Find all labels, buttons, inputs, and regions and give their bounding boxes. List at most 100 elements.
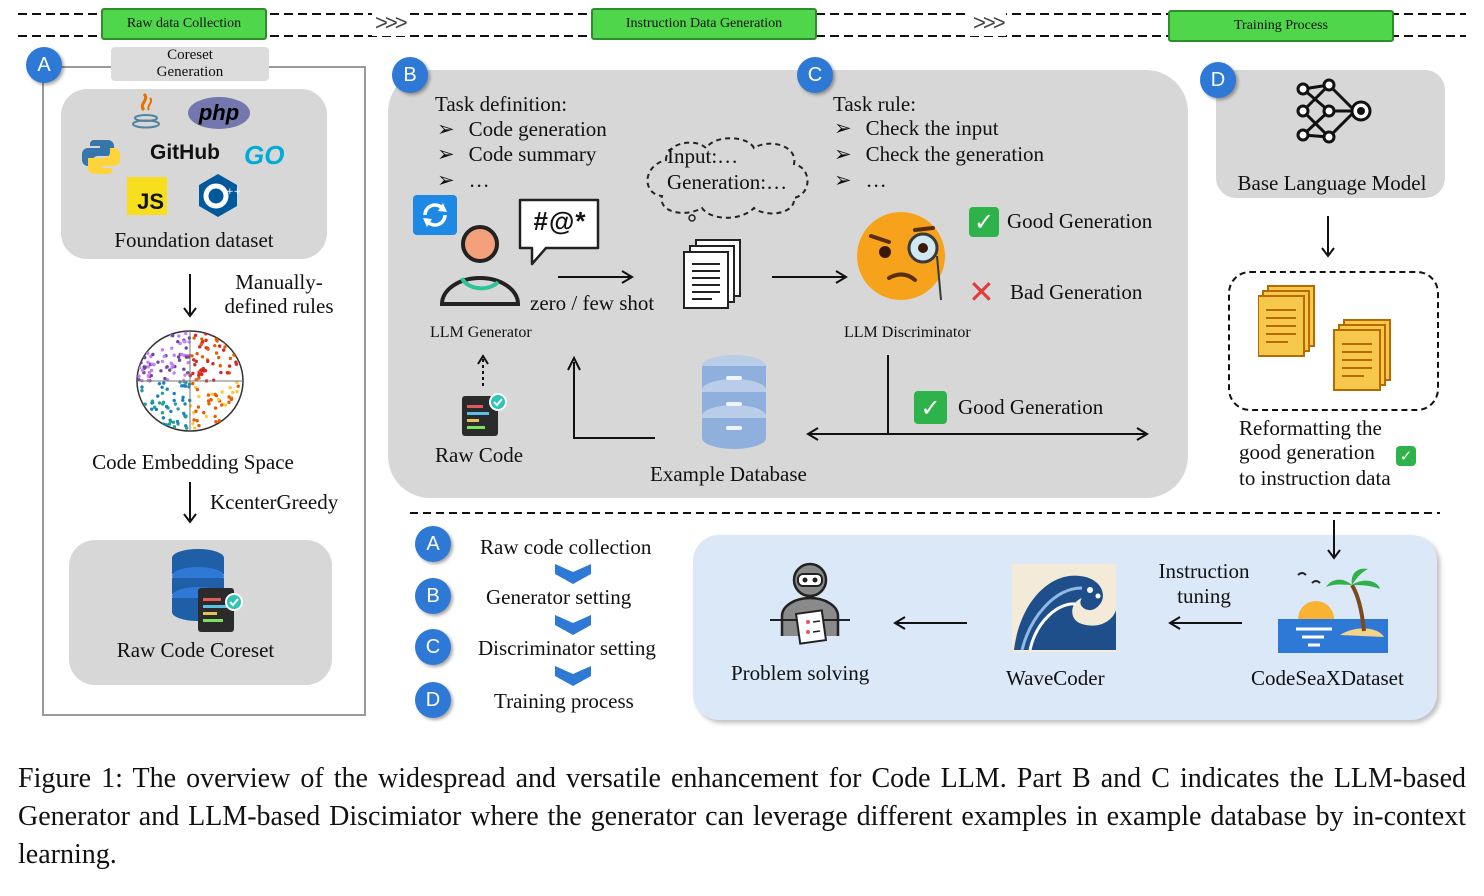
good-generation-label: Good Generation [1007,209,1153,233]
bottom-dashed-divider [410,512,1440,514]
robot-icon [768,560,852,655]
refresh-icon [413,195,457,235]
good-generation-label-2: Good Generation [958,395,1104,419]
llm-generator-label: LLM Generator [430,324,532,341]
example-database-label: Example Database [650,462,807,486]
arrow-generator-to-docs [558,270,634,284]
good-generation-check-icon-2: ✓ [914,391,947,424]
java-icon [130,90,162,135]
neural-network-icon [1295,77,1375,152]
rule-item-check-generation: ➢Check the generation [834,142,1045,166]
rule-item-ellipsis: ➢… [834,168,887,192]
task-item-ellipsis: ➢… [437,168,490,192]
embedding-sphere-icon [136,330,244,432]
base-language-model-label: Base Language Model [1237,171,1427,195]
part-c-badge: C [797,57,833,93]
arrow-into-flow [1327,520,1341,560]
task-item-code-summary: ➢Code summary [437,142,597,166]
bullet-arrow-icon: ➢ [834,142,852,166]
reformat-check-icon: ✓ [1396,446,1416,466]
raw-code-label: Raw Code [435,443,524,467]
stage-chevrons-2: >>> [970,10,1006,36]
bad-generation-cross-icon: ✕ [968,274,995,310]
good-generation-check-icon: ✓ [969,207,999,237]
github-logo: GitHub [150,141,220,164]
cloud-input-text: Input:… [667,144,739,168]
arrow-raw-code-to-generator [477,354,489,386]
task-item-code-generation: ➢Code generation [437,117,607,141]
bad-generation-label: Bad Generation [1010,280,1143,304]
go-logo-icon: GO [244,140,285,170]
reformat-line-2: good generation [1239,440,1375,464]
feedback-loop-lines [567,355,1149,441]
part-b-badge: B [392,57,428,93]
cpp-icon: ++ [196,172,241,223]
task-rule-title: Task rule: [833,92,917,116]
llm-discriminator-label: LLM Discriminator [844,324,971,341]
legend-b-label: Generator setting [486,585,632,609]
thought-cloud [646,137,809,222]
documents-icon [682,238,746,315]
bullet-arrow-icon: ➢ [437,168,455,192]
rule-item-check-input: ➢Check the input [834,116,999,140]
foundation-dataset-label: Foundation dataset [114,228,274,252]
legend-c-badge: C [415,629,451,665]
legend-a-label: Raw code collection [480,535,652,559]
legend-d-badge: D [415,682,451,718]
legend-b-badge: B [415,578,451,614]
codeseax-dataset-label: CodeSeaXDataset [1251,666,1404,690]
reformat-line-3: to instruction data [1239,466,1391,490]
database-code-icon [168,548,248,639]
stage-instruction-data-generation: Instruction Data Generation [591,8,817,40]
kcenter-greedy-label: KcenterGreedy [210,490,339,514]
bullet-arrow-icon: ➢ [437,142,455,166]
instruction-data-dashed-box [1228,271,1439,411]
stage-training-process: Training Process [1168,10,1394,42]
speech-bubble: #@* [516,196,604,275]
discriminator-face-icon [855,208,953,309]
php-logo-icon: php [188,97,250,129]
figure-caption: Figure 1: The overview of the widespread… [18,763,1466,870]
island-sea-icon [1278,565,1388,660]
part-a-badge: A [26,47,62,83]
raw-code-icon [460,392,508,443]
bullet-arrow-icon: ➢ [834,116,852,140]
arrow-model-to-docs [1321,216,1335,258]
arrow-down-a1 [183,274,197,318]
coreset-generation-title: Coreset Generation [111,47,269,81]
legend-chevron-icon [555,615,591,635]
code-embedding-space-label: Code Embedding Space [92,450,294,474]
legend-d-label: Training process [494,689,634,713]
legend-chevron-icon [555,564,591,584]
llm-generator-person-icon [434,222,524,317]
arrow-down-a2 [183,482,197,524]
speech-bubble-text: #@* [533,206,587,236]
stage-raw-data-collection: Raw data Collection [101,8,267,40]
legend-chevron-icon [555,666,591,686]
bullet-arrow-icon: ➢ [834,168,852,192]
arrow-docs-to-discriminator [772,270,848,284]
legend-c-label: Discriminator setting [478,636,656,660]
instruction-tuning-label: Instruction tuning [1158,559,1250,608]
bullet-arrow-icon: ➢ [437,117,455,141]
example-database-icon [700,354,770,457]
wavecoder-label: WaveCoder [1006,666,1105,690]
part-d-badge: D [1200,62,1236,98]
js-logo-icon: JS [127,177,167,215]
zero-few-shot-label: zero / few shot [530,291,655,315]
stage-chevrons-1: >>> [372,10,408,36]
instruction-documents-icon [1257,284,1398,399]
svg-text:++: ++ [226,187,240,197]
task-definition-title: Task definition: [435,92,568,116]
cloud-generation-text: Generation:… [667,170,788,194]
arrow-wavecoder-to-problem [893,616,967,630]
reformat-line-1: Reformatting the [1239,416,1382,440]
raw-code-coreset-label: Raw Code Coreset [116,638,275,662]
python-icon [82,138,120,181]
manually-defined-rules-label: Manually- defined rules [224,270,334,318]
legend-a-badge: A [415,526,451,562]
problem-solving-label: Problem solving [731,661,870,685]
wave-icon [1010,562,1118,659]
arrow-dataset-to-wavecoder [1168,616,1242,630]
generator-discriminator-panel [388,70,1188,498]
